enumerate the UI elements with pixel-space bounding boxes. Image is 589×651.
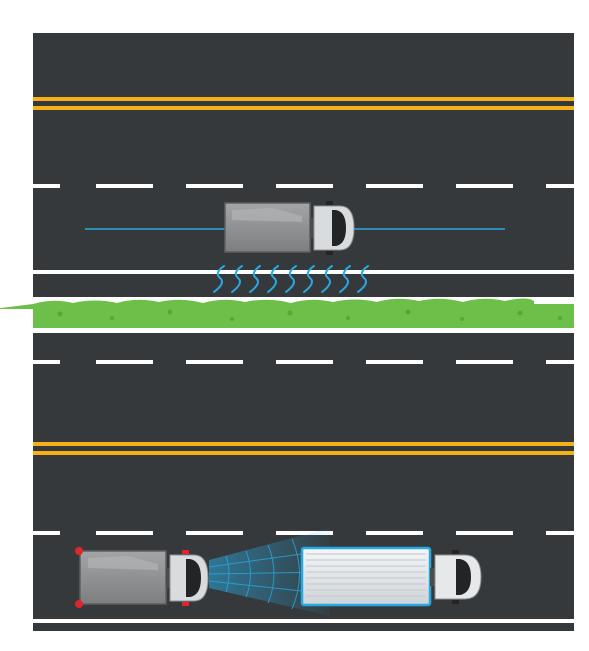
box-truck-icon xyxy=(224,201,355,255)
bottom-center-line-1 xyxy=(33,442,574,446)
top-asphalt xyxy=(33,33,574,297)
top-edge-line xyxy=(33,270,574,274)
top-center-line-1 xyxy=(33,97,574,101)
bottom-road-panel xyxy=(33,333,574,631)
top-center-line-2 xyxy=(33,106,574,110)
top-dashed-lane-line xyxy=(33,184,574,188)
tail-light-icon xyxy=(75,547,83,555)
top-road-panel xyxy=(0,33,574,328)
bottom-dashed-lane-line-upper xyxy=(33,360,574,364)
grass-strip xyxy=(0,298,574,328)
bottom-dashed-lane-line-lower xyxy=(33,531,574,535)
box-truck-icon xyxy=(75,547,209,608)
bottom-center-line-2 xyxy=(33,451,574,455)
trailer-truck-icon xyxy=(300,546,482,607)
side-sensor-waves-icon xyxy=(213,265,369,293)
bottom-edge-line xyxy=(33,619,574,623)
tail-light-icon xyxy=(75,600,83,608)
